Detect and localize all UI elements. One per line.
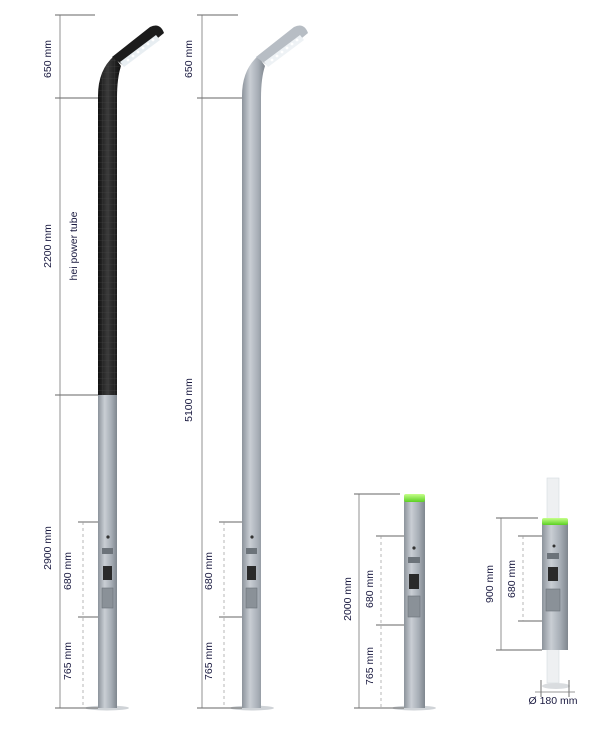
dim-ground-label: 765 mm (62, 642, 74, 680)
led-dots (126, 38, 155, 62)
led-ring (542, 518, 568, 525)
indicator-dot (552, 544, 556, 548)
led-strip (120, 35, 160, 67)
dim-panel-label: 680 mm (506, 560, 518, 598)
panel-label (547, 553, 559, 559)
panel-socket (101, 587, 114, 609)
panel-label (246, 548, 257, 554)
panel-screen (548, 567, 558, 581)
dim-tube-label: 2200 mm (42, 224, 54, 268)
bollard-pole: 2000 mm 680 mm 765 mm (342, 493, 436, 711)
panel-socket (245, 587, 258, 609)
luminaire-arm (112, 25, 164, 66)
panel-screen (247, 566, 256, 580)
led-strip (264, 35, 304, 67)
dim-height-label: 2000 mm (342, 577, 354, 621)
dim-height-label: 5100 mm (183, 378, 195, 422)
dim-top-label: 650 mm (183, 40, 195, 78)
ground-shadow (542, 683, 570, 689)
panel-label (102, 548, 113, 554)
indicator-dot (412, 546, 416, 550)
panel-socket (545, 588, 561, 612)
dim-base-label: 2900 mm (42, 526, 54, 570)
dim-ground-label: 765 mm (364, 647, 376, 685)
dim-top-label: 650 mm (42, 40, 54, 78)
panel-screen (409, 574, 419, 589)
standard-pole: 650 mm 5100 mm 680 mm 765 mm (183, 14, 308, 711)
dim-ground-label: 765 mm (203, 642, 215, 680)
tube-name-label: hei power tube (68, 211, 80, 280)
wall-unit: 900 mm 680 mm Ø 180 mm (484, 477, 578, 707)
indicator-dot (250, 535, 254, 539)
panel-screen (103, 566, 112, 580)
panel-label (408, 557, 420, 563)
dim-diameter-label: Ø 180 mm (528, 695, 577, 707)
dim-panel-label: 680 mm (364, 570, 376, 608)
pole-shaft (242, 56, 265, 708)
led-ring (404, 494, 425, 502)
indicator-dot (106, 535, 110, 539)
dim-panel-label: 680 mm (203, 552, 215, 590)
unit-body (542, 520, 568, 650)
dim-height-label: 900 mm (484, 565, 496, 603)
solar-cells (98, 56, 121, 395)
panel-socket (407, 595, 421, 618)
dim-panel-label: 680 mm (62, 552, 74, 590)
luminaire-arm (256, 25, 308, 66)
solar-pole: 650 mm 2200 mm hei power tube 2900 mm 68… (42, 14, 164, 711)
led-dots (270, 38, 299, 62)
